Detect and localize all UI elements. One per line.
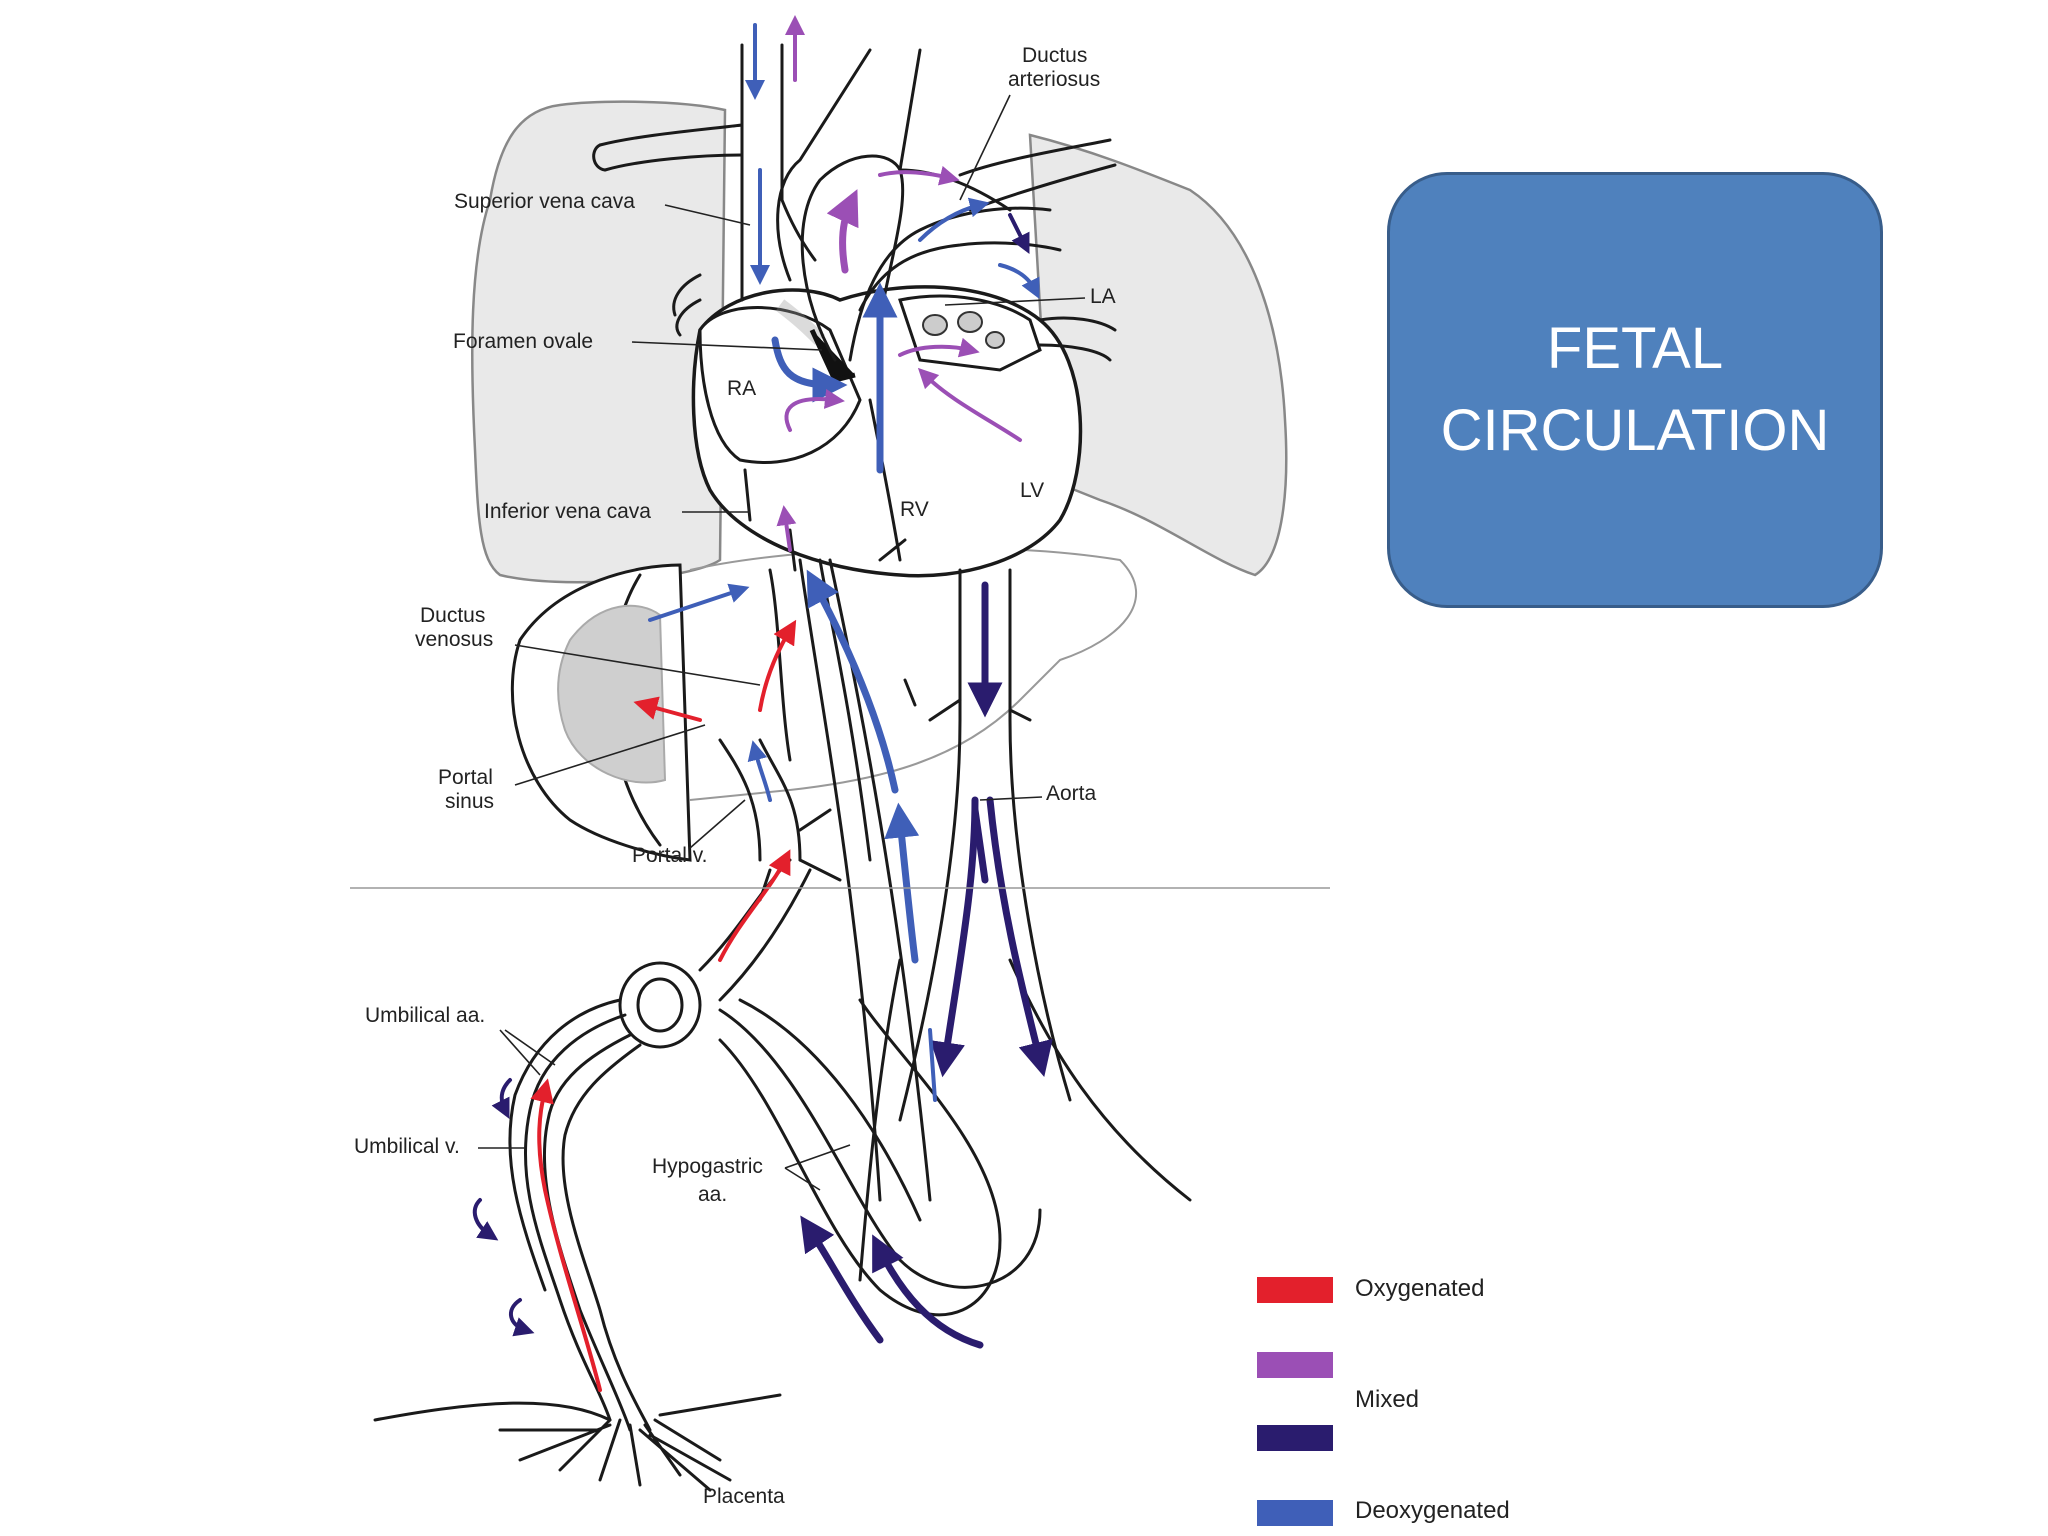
flow-lpa-dark (1008, 213, 1030, 254)
superior-vena-cava-vessel (740, 43, 817, 302)
flow-aorta-dark-2 (930, 796, 979, 1078)
flow-hepatic-blue (648, 583, 750, 622)
left-lung (1028, 133, 1288, 577)
legend-label-mixed: Mixed (1355, 1386, 1420, 1413)
flow-la-blue (998, 263, 1040, 299)
hypogastric-loop-1 (718, 998, 1002, 1317)
flow-cord-dark-1 (491, 1078, 512, 1119)
label-ductus-arteriosus-2: arteriosus (1008, 68, 1100, 91)
flow-ivc-blue-low (884, 802, 920, 964)
flow-lv-purple (917, 367, 1022, 442)
label-hypogastric-aa-1: Hypogastric (652, 1155, 763, 1178)
liver-sinusoids (557, 604, 667, 784)
legend-label-deoxygenated: Deoxygenated (1355, 1497, 1510, 1524)
leader-umbilical-aa (499, 1029, 556, 1076)
brachiocephalic-cap (592, 143, 607, 172)
flow-cord-red (530, 1078, 602, 1392)
umbilical-cord-4 (508, 998, 622, 1292)
flow-cord-dark-2 (472, 1198, 499, 1241)
flow-dv-red (758, 619, 797, 712)
legend-label-oxygenated: Oxygenated (1355, 1275, 1485, 1302)
flow-ra-purple (784, 388, 845, 432)
label-portal-sinus-2: sinus (445, 790, 494, 813)
leader-ductus-arteriosus (959, 94, 1011, 201)
label-inferior-vena-cava: Inferior vena cava (484, 500, 651, 523)
label-hypogastric-aa-2: aa. (698, 1183, 727, 1206)
flow-cord-dark-3 (509, 1298, 535, 1337)
legend-swatch-dark-deoxygenated (1257, 1425, 1333, 1451)
title-line-1: FETAL (1546, 316, 1724, 381)
label-ductus-arteriosus-1: Ductus (1022, 44, 1087, 67)
flow-hypo-dark-1 (800, 1215, 884, 1344)
leader-portal-sinus (514, 724, 706, 786)
portal-vein-vessel (718, 738, 802, 862)
iliac-right (858, 958, 902, 1282)
flow-da-blue (918, 197, 990, 242)
aortic-arch-outer (776, 48, 922, 282)
label-placenta: Placenta (703, 1485, 785, 1508)
flow-ivc-purple (776, 505, 797, 552)
label-portal-v: Portal v. (632, 844, 707, 867)
title-line-2: CIRCULATION (1440, 398, 1830, 463)
label-ra: RA (727, 377, 756, 400)
right-lung (470, 100, 727, 584)
leader-hypogastric (784, 1144, 851, 1191)
flow-ivc-blue-long (806, 569, 899, 794)
placenta-roots (373, 1393, 782, 1492)
label-portal-sinus-1: Portal (438, 766, 493, 789)
leader-la (944, 297, 1086, 306)
leader-ductus-venosus (514, 644, 761, 686)
pulmonary-vein-2 (957, 311, 983, 333)
legend-swatch-deoxygenated (1257, 1500, 1333, 1526)
label-ductus-venosus-1: Ductus (420, 604, 485, 627)
label-lv: LV (1020, 479, 1044, 502)
umbilical-cord-upper (698, 858, 812, 1002)
ventricle-septum (868, 398, 902, 562)
brachiocephalic-left (598, 123, 744, 172)
label-umbilical-aa: Umbilical aa. (365, 1004, 485, 1027)
leader-portal-v (689, 799, 746, 849)
flow-ivc-blue-lower (928, 1028, 937, 1102)
label-superior-vena-cava: Superior vena cava (454, 190, 635, 213)
aortic-arch (800, 154, 905, 362)
label-la: LA (1090, 285, 1116, 308)
label-ductus-venosus-2: venosus (415, 628, 493, 651)
pulmonary-vein-1 (922, 314, 948, 336)
umbilical-cord-1 (523, 1013, 627, 1422)
hypogastric-loop-3 (738, 998, 922, 1222)
label-umbilical-v: Umbilical v. (354, 1135, 460, 1158)
hypogastric-loop-2 (718, 1008, 1042, 1289)
flow-portal-red (633, 696, 702, 722)
renal-branches (878, 538, 1032, 722)
leader-svc (664, 204, 751, 226)
label-rv: RV (900, 498, 929, 521)
left-pulmonary-branches (1038, 316, 1117, 362)
leader-foramen-ovale (631, 341, 823, 351)
label-foramen-ovale: Foramen ovale (453, 330, 593, 353)
iliac-left (1008, 958, 1192, 1202)
umbilical-cord-3 (561, 1043, 652, 1432)
ductus-arteriosus-vessel (898, 168, 1012, 212)
cord-knot-inner (636, 977, 684, 1033)
right-pulmonary-branches (672, 273, 702, 337)
flow-arch-purple (826, 189, 859, 274)
pulmonary-vein-3 (985, 331, 1005, 349)
flow-portal-blue (747, 740, 772, 802)
flow-la-purple (898, 337, 980, 358)
flow-umbilical-red (718, 849, 791, 962)
flow-hypo-dark-2 (872, 1234, 984, 1349)
title-box: FETAL CIRCULATION (1387, 172, 1883, 608)
label-aorta: Aorta (1046, 782, 1097, 805)
legend-swatch-oxygenated (1257, 1277, 1333, 1303)
flow-arch-purple-2 (878, 165, 960, 186)
leader-aorta (979, 796, 1043, 801)
flow-aorta-dark-3 (986, 796, 1053, 1077)
legend-swatch-mixed (1257, 1352, 1333, 1378)
flow-aorta-dark-top (971, 806, 989, 884)
ivc-descending (798, 558, 932, 1202)
